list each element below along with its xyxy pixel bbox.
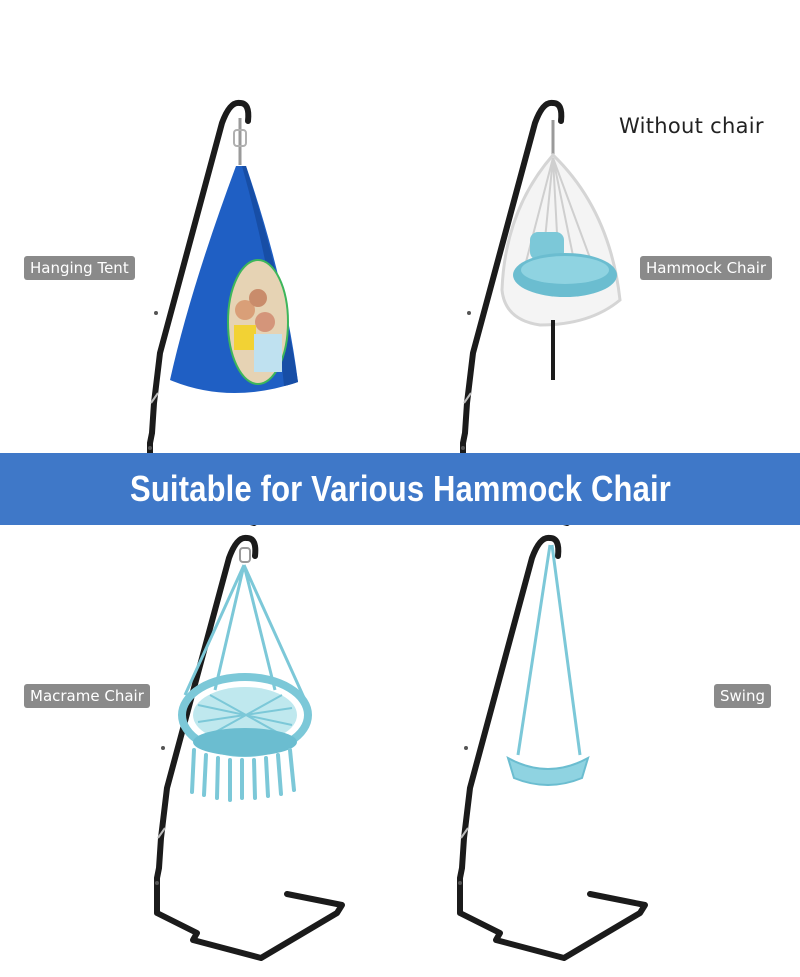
without-chair-note: Without chair [619,114,764,138]
label-hanging-tent: Hanging Tent [24,256,135,280]
swing-seat-image [506,544,590,786]
hanging-tent-image [170,118,298,394]
panel-hanging-tent [148,103,335,523]
banner-background [0,453,800,525]
banner-title: Suitable for Various Hammock Chair [129,468,671,509]
macrame-chair-image [178,547,312,802]
label-hammock-chair: Hammock Chair [640,256,773,280]
label-swing: Swing [714,684,771,708]
panel-hammock-chair [461,103,648,523]
panel-macrame-chair [155,538,342,958]
panel-swing [458,538,645,958]
egg-chair-image [500,120,622,380]
banner: Suitable for Various Hammock Chair [0,453,800,525]
label-macrame-chair: Macrame Chair [24,684,150,708]
